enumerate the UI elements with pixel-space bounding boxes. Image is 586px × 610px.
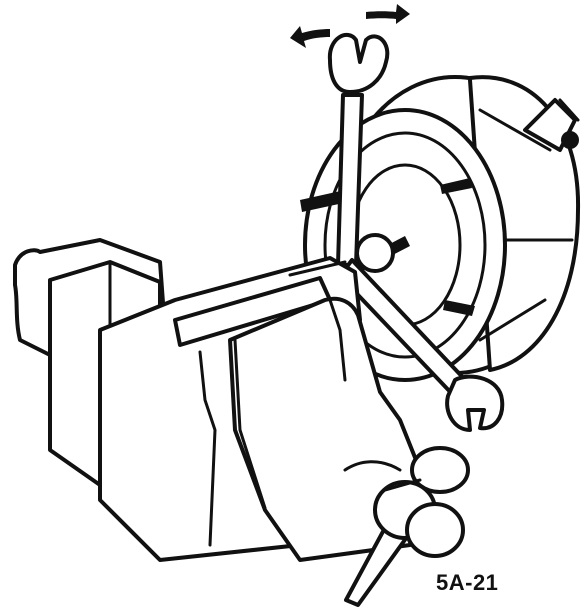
bench-vise: [13, 238, 470, 607]
open-end-wrench: [327, 32, 505, 432]
rotation-arrows-icon: [290, 4, 410, 48]
figure-label: 5A-21: [436, 570, 499, 595]
